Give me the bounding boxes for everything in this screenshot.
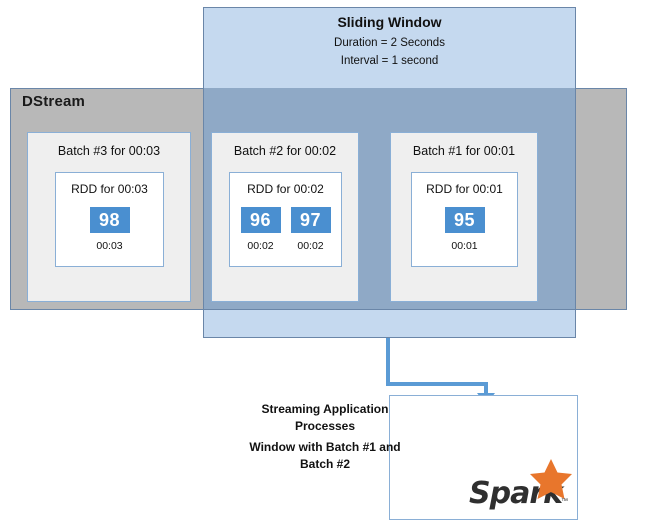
rdd-box-3: RDD for 00:03 98 00:03	[55, 172, 164, 267]
record-value: 96	[240, 207, 281, 233]
record-item: 96 00:02	[240, 207, 281, 252]
output-box	[389, 395, 578, 520]
record-timestamp: 00:01	[451, 240, 478, 252]
spark-logo: Spark ™	[469, 459, 573, 514]
batch-title: Batch #2 for 00:02	[233, 144, 337, 158]
spark-star-icon	[530, 459, 572, 499]
record-value: 95	[444, 207, 485, 233]
rdd-box-1: RDD for 00:01 95 00:01	[411, 172, 518, 267]
rdd-title: RDD for 00:01	[426, 182, 503, 196]
rdd-title: RDD for 00:03	[71, 182, 148, 196]
output-line-1: Streaming Application	[261, 402, 389, 416]
batch-title: Batch #1 for 00:01	[412, 144, 516, 158]
record-chip-group: 98 00:03	[56, 207, 163, 252]
connector-arrow-segment-vertical	[386, 338, 390, 386]
record-value: 97	[290, 207, 331, 233]
record-chip-group: 96 00:02 97 00:02	[230, 207, 341, 252]
output-line-2: Processes	[294, 419, 356, 433]
rdd-title: RDD for 00:02	[247, 182, 324, 196]
output-line-3: Window with Batch #1 and	[249, 440, 401, 454]
output-line-4: Batch #2	[299, 457, 351, 471]
sliding-window-title: Sliding Window	[337, 14, 442, 30]
connector-arrow-segment-horizontal	[386, 382, 488, 386]
rdd-box-2: RDD for 00:02 96 00:02 97 00:02	[229, 172, 342, 267]
batch-title: Batch #3 for 00:03	[57, 144, 161, 158]
sliding-window-bottom-band	[203, 309, 576, 338]
sliding-window-interval: Interval = 1 second	[340, 55, 439, 67]
record-timestamp: 00:02	[297, 240, 324, 252]
record-timestamp: 00:02	[247, 240, 274, 252]
sliding-window-duration: Duration = 2 Seconds	[334, 37, 445, 49]
record-item: 97 00:02	[290, 207, 331, 252]
record-value: 98	[89, 207, 130, 233]
record-timestamp: 00:03	[96, 240, 123, 252]
connector-arrow-segment-vertical-2	[484, 382, 488, 397]
record-chip-group: 95 00:01	[412, 207, 517, 252]
sliding-window-top-band	[203, 7, 576, 89]
spark-trademark: ™	[561, 498, 568, 505]
record-item: 98 00:03	[89, 207, 130, 252]
dstream-label: DStream	[22, 93, 86, 110]
record-item: 95 00:01	[444, 207, 485, 252]
